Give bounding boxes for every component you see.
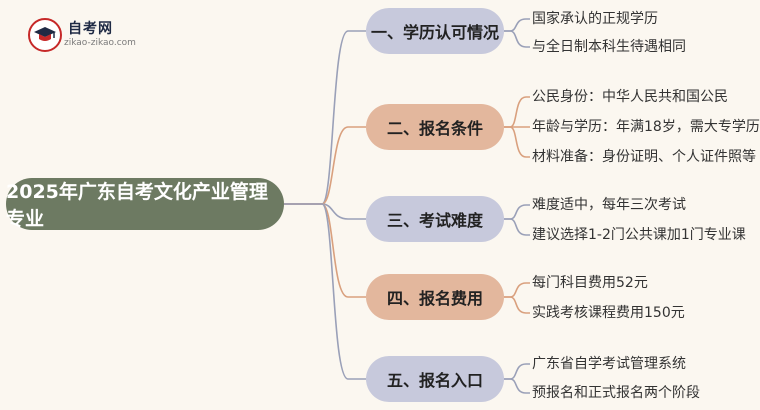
root-topic: 2025年广东自考文化产业管理专业 [6, 178, 284, 230]
branch-connector [284, 203, 366, 298]
leaf-connector [504, 96, 530, 128]
leaf-connector [504, 18, 530, 32]
leaf-connector [504, 296, 530, 314]
site-logo[interactable]: 自考网 zikao-zikao.com [28, 14, 148, 54]
leaf-requirements-2: 年龄与学历：年满18岁，需大专学历 [532, 119, 760, 135]
branch-connector [284, 126, 366, 205]
logo-url: zikao-zikao.com [64, 38, 136, 48]
branch-recognition: 一、学历认可情况 [366, 8, 504, 54]
leaf-connector [504, 204, 530, 220]
leaf-requirements-1: 公民身份：中华人民共和国公民 [532, 89, 728, 105]
leaf-fees-1: 每门科目费用52元 [532, 275, 648, 291]
leaf-fees-2: 实践考核课程费用150元 [532, 305, 685, 321]
leaf-difficulty-2: 建议选择1-2门公共课加1门专业课 [532, 227, 746, 243]
leaf-connector [504, 282, 530, 298]
branch-difficulty: 三、考试难度 [366, 196, 504, 242]
leaf-entry-1: 广东省自学考试管理系统 [532, 356, 686, 372]
branch-connector [284, 203, 366, 380]
branch-requirements: 二、报名条件 [366, 104, 504, 150]
leaf-connector [504, 378, 530, 394]
leaf-connector [504, 218, 530, 236]
logo-name: 自考网 [68, 21, 113, 37]
branch-connector [284, 30, 366, 205]
branch-fees: 四、报名费用 [366, 274, 504, 320]
leaf-connector [504, 30, 530, 48]
leaf-connector [504, 126, 530, 158]
leaf-connector [504, 363, 530, 380]
branch-entry: 五、报名入口 [366, 356, 504, 402]
leaf-recognition-1: 国家承认的正规学历 [532, 11, 658, 27]
leaf-recognition-2: 与全日制本科生待遇相同 [532, 39, 686, 55]
leaf-requirements-3: 材料准备：身份证明、个人证件照等 [532, 149, 756, 165]
leaf-entry-2: 预报名和正式报名两个阶段 [532, 385, 700, 401]
leaf-difficulty-1: 难度适中，每年三次考试 [532, 197, 686, 213]
graduation-cap-icon [28, 18, 62, 52]
